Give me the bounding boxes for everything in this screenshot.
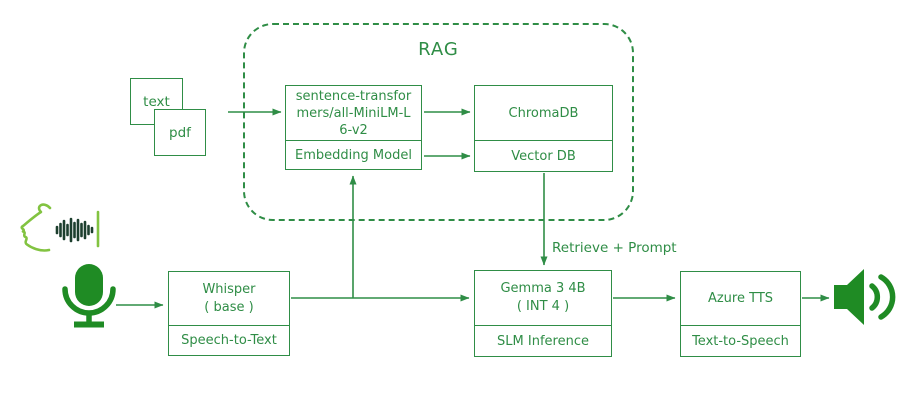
whisper-role-label: Speech-to-Text bbox=[169, 325, 289, 355]
rag-title: RAG bbox=[418, 39, 459, 60]
face-speech-icon bbox=[20, 203, 100, 252]
retrieve-prompt-label: Retrieve + Prompt bbox=[552, 240, 677, 256]
pdf-file-label: pdf bbox=[169, 124, 191, 141]
embedding-model-box: sentence-transfor mers/all-MiniLM-L 6-v2… bbox=[285, 85, 422, 170]
face-profile-outline bbox=[20, 203, 52, 252]
whisper-name: Whisper bbox=[202, 281, 256, 297]
whisper-variant: ( base ) bbox=[204, 299, 254, 315]
gemma-name: Gemma 3 4B bbox=[500, 281, 586, 296]
azure-tts-role-label: Text-to-Speech bbox=[681, 325, 800, 356]
embedding-model-name: sentence-transfor mers/all-MiniLM-L 6-v2 bbox=[286, 86, 421, 140]
chromadb-box: ChromaDB Vector DB bbox=[474, 85, 613, 172]
text-file-label: text bbox=[143, 93, 170, 110]
microphone-icon bbox=[62, 264, 116, 328]
azure-tts-box: Azure TTS Text-to-Speech bbox=[680, 271, 801, 357]
embedding-model-name-line2: mers/all-MiniLM-L bbox=[296, 105, 411, 121]
whisper-box: Whisper ( base ) Speech-to-Text bbox=[168, 271, 290, 356]
embedding-model-name-line3: 6-v2 bbox=[339, 122, 368, 138]
pdf-file-box: pdf bbox=[154, 109, 206, 156]
embedding-model-role-label: Embedding Model bbox=[286, 140, 421, 169]
embedding-model-name-line1: sentence-transfor bbox=[295, 88, 412, 104]
chromadb-name: ChromaDB bbox=[508, 105, 579, 121]
gemma-box: Gemma 3 4B ( INT 4 ) SLM Inference bbox=[474, 270, 612, 357]
voice-waveform bbox=[55, 217, 94, 243]
gemma-variant: ( INT 4 ) bbox=[516, 299, 570, 314]
gemma-role-label: SLM Inference bbox=[475, 325, 611, 356]
azure-tts-name: Azure TTS bbox=[707, 291, 774, 306]
chromadb-role-label: Vector DB bbox=[475, 140, 612, 171]
speaker-icon bbox=[834, 269, 896, 325]
rag-container: RAG bbox=[243, 23, 634, 221]
